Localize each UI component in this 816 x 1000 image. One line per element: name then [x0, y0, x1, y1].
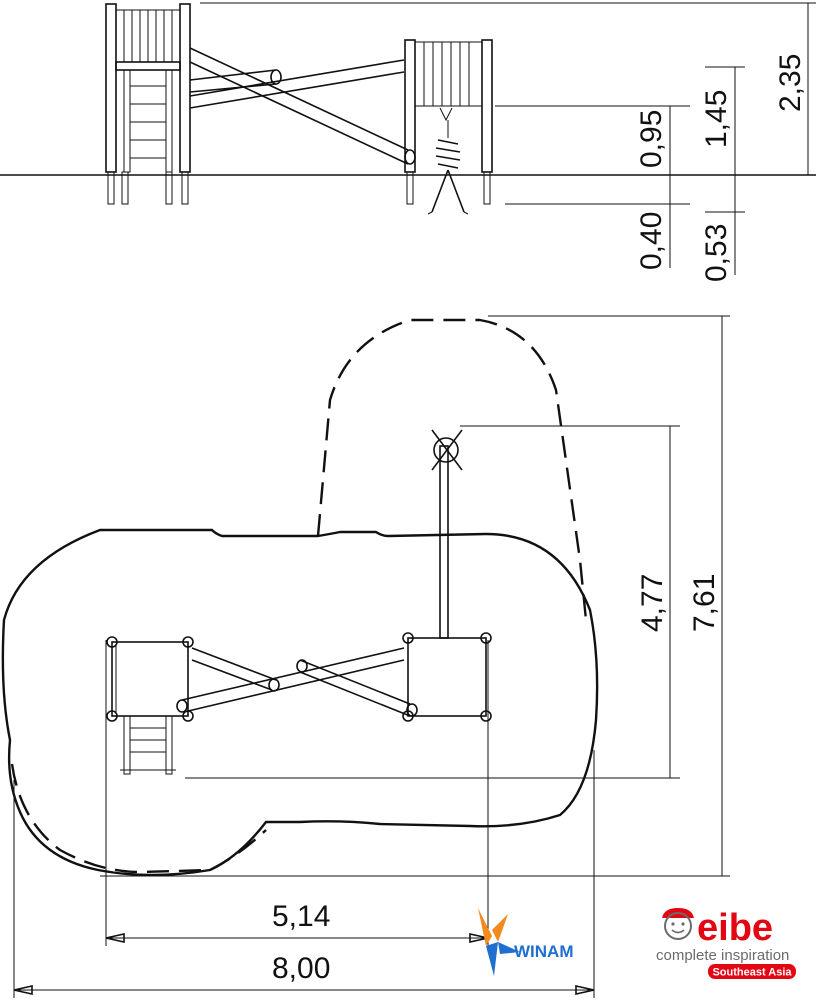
dimension-plan-length-total: 8,00 [272, 952, 330, 985]
dimension-platform-upper: 1,45 [700, 90, 733, 148]
left-tower [105, 3, 191, 205]
plan-view: 4,77 7,61 5,14 8,00 [1, 315, 730, 998]
winam-logo: WINAM [478, 908, 573, 976]
dimension-total-height: 2,35 [774, 54, 807, 112]
crossing-beams-plan [176, 647, 418, 717]
dimension-seat-height: 0,95 [635, 110, 668, 168]
eibe-face-icon [662, 908, 694, 940]
lower-zone-dashed [10, 763, 267, 874]
elevation-dimension-lines [200, 2, 816, 275]
left-platform-plan [106, 636, 194, 775]
eibe-region-text: Southeast Asia [712, 967, 792, 979]
dimension-footing-depth: 0,40 [635, 212, 668, 270]
dimension-plan-depth: 7,61 [688, 574, 721, 632]
spring-rider-plan [431, 429, 463, 639]
dimension-plan-offset: 4,77 [636, 574, 669, 632]
elevation-view: 2,35 1,45 0,95 0,40 0,53 [0, 2, 816, 282]
swing-zone-dashed [316, 318, 588, 621]
right-tower [404, 39, 493, 215]
eibe-wordmark: eibe [697, 907, 773, 949]
crossing-beams-elevation [189, 47, 416, 165]
winam-wordmark: WINAM [514, 942, 573, 961]
dimension-plan-length-inner: 5,14 [272, 900, 330, 933]
eibe-tagline: complete inspiration [656, 947, 789, 964]
dimension-footing-depth-alt: 0,53 [700, 224, 733, 282]
eibe-logo: eibe complete inspiration Southeast Asia [656, 907, 796, 979]
eibe-region-badge [708, 964, 796, 979]
safety-zone-outline [1, 528, 599, 877]
